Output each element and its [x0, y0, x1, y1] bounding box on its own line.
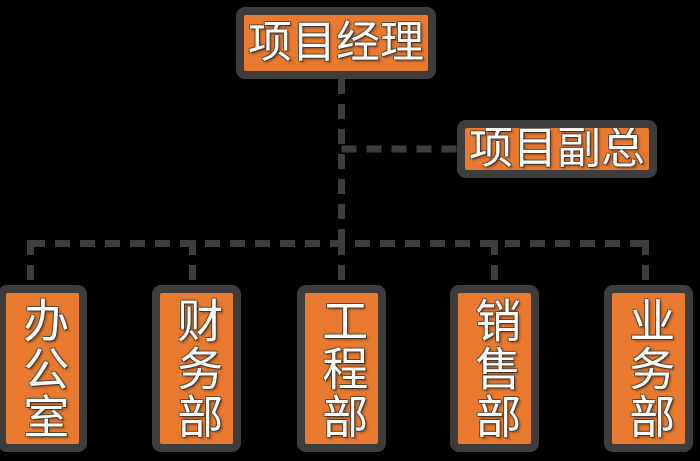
- node-deputy-director[interactable]: 项目副总: [457, 120, 657, 178]
- node-label-deputy-director: 项目副总: [469, 128, 645, 170]
- node-label-project-manager: 项目经理: [248, 16, 424, 68]
- node-engineering-department[interactable]: 工程部: [297, 285, 386, 452]
- node-fill: 项目副总: [465, 128, 649, 170]
- node-project-manager[interactable]: 项目经理: [236, 7, 436, 79]
- node-label-engineering-department: 工程部: [315, 296, 370, 441]
- node-label-office: 办公室: [16, 296, 71, 441]
- connector-elbow-right: [634, 240, 649, 252]
- node-fill: 财务部: [160, 293, 233, 444]
- node-fill: 销售部: [458, 293, 531, 444]
- node-office[interactable]: 办公室: [0, 285, 87, 452]
- node-fill: 办公室: [6, 293, 79, 444]
- node-label-business-department: 业务部: [622, 296, 677, 441]
- node-finance-department[interactable]: 财务部: [152, 285, 241, 452]
- node-fill: 业务部: [612, 293, 685, 444]
- node-label-finance-department: 财务部: [170, 296, 225, 441]
- node-sales-department[interactable]: 销售部: [450, 285, 539, 452]
- node-business-department[interactable]: 业务部: [604, 285, 693, 452]
- node-fill: 项目经理: [244, 15, 428, 71]
- connector-elbow-left: [27, 240, 42, 252]
- node-label-sales-department: 销售部: [468, 296, 523, 441]
- node-fill: 工程部: [305, 293, 378, 444]
